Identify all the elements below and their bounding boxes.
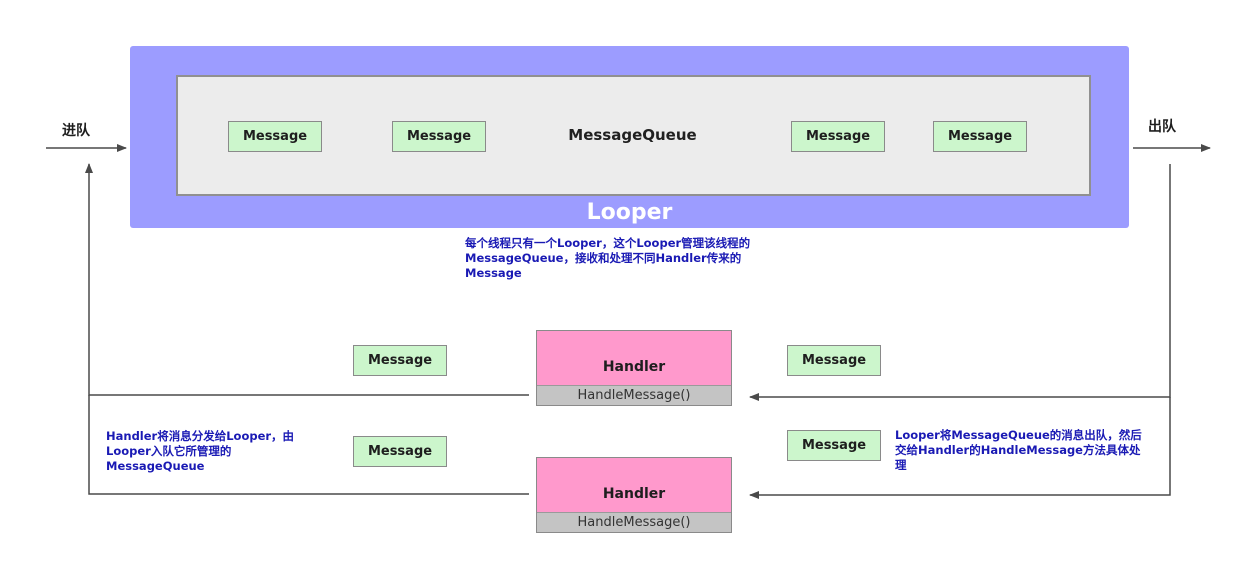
- handler-1: Handler HandleMessage(): [536, 330, 732, 406]
- handler-2-title: Handler: [602, 486, 666, 502]
- looper-note-line-2: MessageQueue，接收和处理不同Handler传来的: [465, 251, 742, 265]
- dequeue-label: 出队: [1148, 119, 1176, 135]
- enqueue-note-line-2: Looper入队它所管理的: [106, 444, 232, 458]
- handler-1-incoming-message: Message: [787, 345, 881, 376]
- looper-note: 每个线程只有一个Looper，这个Looper管理该线程的 MessageQue…: [465, 236, 805, 281]
- handler-2-incoming-message: Message: [787, 430, 881, 461]
- looper-label: Looper: [586, 200, 673, 225]
- handler-1-outgoing-message: Message: [353, 345, 447, 376]
- handler-2: Handler HandleMessage(): [536, 457, 732, 533]
- enqueue-note-line-1: Handler将消息分发给Looper，由: [106, 429, 295, 443]
- dequeue-note-line-3: 理: [895, 458, 907, 472]
- handler-1-method: HandleMessage(): [537, 385, 731, 405]
- dequeue-note: Looper将MessageQueue的消息出队，然后 交给Handler的Ha…: [895, 428, 1180, 473]
- looper-note-line-1: 每个线程只有一个Looper，这个Looper管理该线程的: [465, 236, 751, 250]
- looper-to-handler-2-line: [749, 397, 1171, 499]
- enqueue-note: Handler将消息分发给Looper，由 Looper入队它所管理的 Mess…: [106, 429, 336, 474]
- queue-message-4: Message: [933, 121, 1027, 152]
- looper-note-line-3: Message: [465, 266, 522, 280]
- dequeue-note-line-2: 交给Handler的HandleMessage方法具体处: [895, 443, 1141, 457]
- queue-message-2: Message: [392, 121, 486, 152]
- enqueue-label: 进队: [62, 123, 90, 139]
- queue-message-1: Message: [228, 121, 322, 152]
- handler-1-title: Handler: [602, 359, 666, 375]
- dequeue-note-line-1: Looper将MessageQueue的消息出队，然后: [895, 428, 1142, 442]
- queue-message-3: Message: [791, 121, 885, 152]
- message-queue-label: MessageQueue: [568, 126, 697, 144]
- handler-2-to-looper-line: [88, 395, 529, 495]
- handler-2-method: HandleMessage(): [537, 512, 731, 532]
- enqueue-note-line-3: MessageQueue: [106, 459, 205, 473]
- handler-2-outgoing-message: Message: [353, 436, 447, 467]
